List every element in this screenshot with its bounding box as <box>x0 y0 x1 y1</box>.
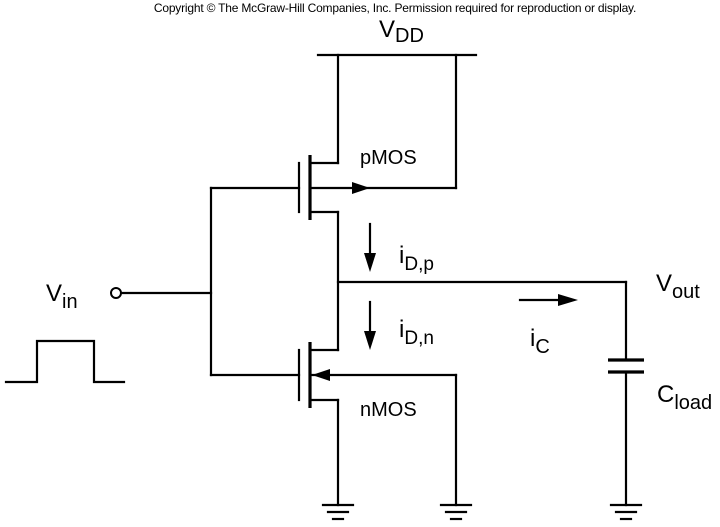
cload-label-main: C <box>657 381 675 408</box>
ground-symbol-nmos-body <box>439 503 473 521</box>
ground-symbol-cload <box>609 503 643 521</box>
ic-label-main: i <box>530 325 536 352</box>
ground-symbol-nmos-source <box>321 503 355 521</box>
vdd-label-main: V <box>379 16 396 43</box>
idn-label: iD,n <box>399 316 434 349</box>
vin-label-main: V <box>46 280 63 307</box>
pmos-body-arrow <box>352 182 370 194</box>
input-pulse-waveform <box>4 339 126 384</box>
vdd-label-sub: DD <box>395 25 424 47</box>
cload-label: Cload <box>657 381 712 414</box>
ic-label: iC <box>530 325 550 358</box>
ic-label-sub: C <box>535 336 550 358</box>
vout-label-main: V <box>656 270 673 297</box>
vin-terminal <box>110 287 122 299</box>
cload-label-sub: load <box>674 392 713 414</box>
idp-label: iD,p <box>399 242 434 275</box>
idn-label-main: i <box>399 316 405 343</box>
vin-label: Vin <box>46 280 78 313</box>
idn-label-sub: D,n <box>404 328 434 349</box>
pmos-label: pMOS <box>360 147 417 169</box>
nmos-body-arrow <box>312 369 330 381</box>
idp-label-sub: D,p <box>404 254 434 275</box>
copyright-notice: Copyright © The McGraw-Hill Companies, I… <box>153 1 637 15</box>
vin-label-sub: in <box>62 291 78 313</box>
nmos-label: nMOS <box>360 399 417 421</box>
vout-label: Vout <box>656 270 700 303</box>
idp-arrow <box>364 222 376 272</box>
idn-arrow <box>364 300 376 350</box>
idp-label-main: i <box>399 242 405 269</box>
vout-label-sub: out <box>672 281 700 303</box>
ic-arrow <box>518 294 578 306</box>
vdd-label: VDD <box>379 16 424 47</box>
